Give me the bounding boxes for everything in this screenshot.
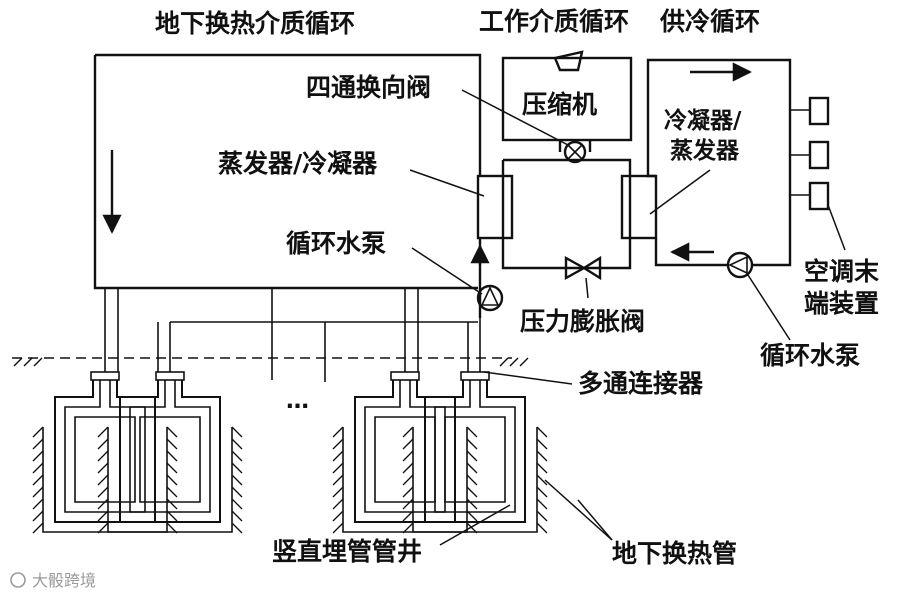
ellipsis-label: …: [286, 388, 309, 414]
leader-lines: [409, 89, 846, 546]
reversing-valve-symbol: [563, 140, 587, 164]
left-pump-symbol: [476, 284, 504, 312]
manifold-pipes: [104, 288, 481, 382]
evaporator-condenser-label: 蒸发器/冷凝器: [218, 149, 378, 178]
working-loop-title: 工作介质循环: [479, 7, 629, 36]
condenser-evaporator-label: 冷凝器/: [664, 107, 742, 134]
compressor-label: 压缩机: [522, 90, 597, 119]
watermark-text: 大骰跨境: [32, 571, 96, 590]
ground-surface: [12, 357, 529, 367]
right-pump-label: 循环水泵: [760, 341, 860, 370]
ac-terminal-label-2: 端装置: [804, 289, 879, 318]
manifold-label: 多通连接器: [578, 369, 704, 398]
cooling-loop-pipes: [646, 58, 792, 267]
vertical-wells: [32, 371, 548, 534]
reversing-valve-label: 四通换向阀: [306, 73, 431, 102]
ground-pipe-label: 地下换热管: [612, 539, 737, 568]
ac-terminal-units: [790, 96, 830, 211]
watermark: 大骰跨境: [10, 571, 96, 590]
evaporator-condenser-unit: [476, 174, 514, 240]
left-pump-label: 循环水泵: [286, 229, 386, 258]
ground-loop-pipes: [93, 53, 490, 318]
ground-loop-title: 地下换热介质循环: [155, 9, 355, 38]
condenser-evaporator-label-2: 蒸发器: [670, 137, 740, 164]
watermark-logo-icon: [10, 572, 26, 588]
condenser-evaporator-unit: [620, 174, 658, 240]
compressor-box: [501, 56, 633, 142]
working-loop-pipes: [501, 50, 633, 270]
well-4: [402, 371, 548, 534]
cooling-loop-title: 供冷循环: [659, 7, 760, 36]
compressor-symbol: [553, 50, 584, 72]
expansion-valve-symbol: [564, 255, 602, 281]
expansion-valve-label: 压力膨胀阀: [520, 307, 645, 336]
vertical-well-label: 竖直埋管管井: [272, 537, 422, 566]
well-2: [97, 371, 243, 534]
ac-terminal-label-1: 空调末: [804, 257, 879, 286]
right-pump-symbol: [726, 251, 754, 279]
